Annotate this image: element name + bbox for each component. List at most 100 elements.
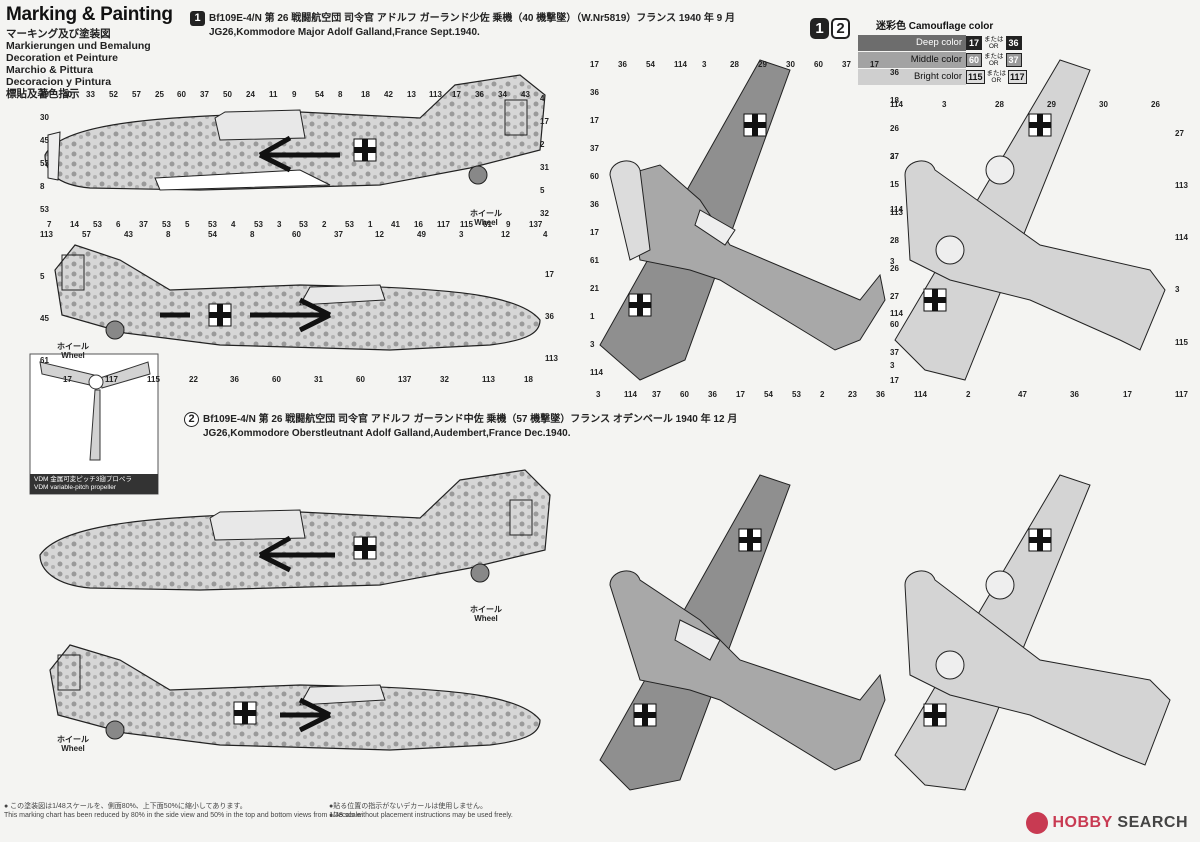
callout-number: 5 xyxy=(40,272,45,281)
legend-badge-1: 1 xyxy=(810,18,829,39)
side-view-1-right xyxy=(54,244,541,351)
callout-number: 36 xyxy=(618,60,627,69)
callout-number: 3 xyxy=(890,152,895,161)
callout-number: 4 xyxy=(540,94,545,103)
callout-number: 45 xyxy=(40,136,49,145)
callout-number: 53 xyxy=(208,220,217,229)
watermark: HOBBY SEARCH xyxy=(1026,812,1188,834)
callout-number: 3 xyxy=(890,257,895,266)
callout-number: 4 xyxy=(231,220,236,229)
top-view-1 xyxy=(599,59,886,381)
callout-number: 52 xyxy=(109,90,118,99)
callout-number: 40 xyxy=(63,90,72,99)
legend-title: 迷彩色 Camouflage color xyxy=(876,21,994,32)
callout-number: 9 xyxy=(292,90,297,99)
callout-number: 113 xyxy=(1175,181,1188,190)
callout-number: 14 xyxy=(70,220,79,229)
or-jp: または xyxy=(986,70,1007,77)
callout-number: 4 xyxy=(543,230,548,239)
callout-number: 50 xyxy=(223,90,232,99)
title-es: Decoracion y Pintura xyxy=(6,76,112,88)
callout-number: 36 xyxy=(1070,390,1079,399)
wheel-jp: ホイール xyxy=(470,209,502,218)
watermark-rest: SEARCH xyxy=(1112,814,1188,831)
title-de: Markierungen und Bemalung xyxy=(6,40,151,52)
callout-number: 1 xyxy=(368,220,373,229)
wheel-en: Wheel xyxy=(474,218,498,227)
callout-number: 3 xyxy=(890,361,895,370)
footnote-left-en: This marking chart has been reduced by 8… xyxy=(4,811,364,819)
swatch-middle xyxy=(858,52,906,68)
or-en: OR xyxy=(988,43,999,50)
callout-number: 37 xyxy=(334,230,343,239)
callout-number: 113 xyxy=(482,375,495,384)
callout-number: 3 xyxy=(277,220,282,229)
code-37: 37 xyxy=(1005,53,1022,67)
callout-number: 17 xyxy=(590,228,599,237)
wheel-jp: ホイール xyxy=(57,342,89,351)
or-en: OR xyxy=(988,60,999,67)
callout-number: 53 xyxy=(792,390,801,399)
callout-number: 137 xyxy=(398,375,412,384)
callout-number: 54 xyxy=(646,60,655,69)
callout-number: 60 xyxy=(680,390,689,399)
side-view-1-left xyxy=(44,74,546,191)
propeller-diagram xyxy=(29,353,159,495)
wheel-en: Wheel xyxy=(61,351,85,360)
legend-label-middle: Middle color xyxy=(906,52,966,68)
callout-number: 31 xyxy=(540,163,549,172)
callout-number: 54 xyxy=(764,390,773,399)
code-36: 36 xyxy=(1005,36,1022,50)
callout-number: 113 xyxy=(429,90,442,99)
callout-number: 36 xyxy=(230,375,239,384)
callout-number: 26 xyxy=(890,264,899,273)
callout-number: 117 xyxy=(1175,390,1188,399)
callout-number: 17 xyxy=(736,390,745,399)
callout-number: 28 xyxy=(730,60,739,69)
callout-number: 3 xyxy=(459,230,464,239)
scheme-2-badge: 2 xyxy=(184,412,199,427)
scheme-1-line2: JG26,Kommodore Major Adolf Galland,Franc… xyxy=(209,27,480,38)
callout-number: 61 xyxy=(590,256,599,265)
watermark-brand: HOBBY xyxy=(1052,814,1113,831)
callout-number: 1 xyxy=(590,312,595,321)
callout-number: 53 xyxy=(40,159,49,168)
code-17: 17 xyxy=(966,36,982,50)
callout-number: 60 xyxy=(272,375,281,384)
side-view-2-left xyxy=(39,469,551,591)
callout-number: 13 xyxy=(407,90,416,99)
callout-number: 3 xyxy=(596,390,601,399)
or-jp: または xyxy=(984,53,1004,60)
footnote-mid: ●貼る位置の指示がないデカールは使用しません。 ●Decals without … xyxy=(329,803,513,820)
callout-number: 17 xyxy=(590,60,599,69)
callout-number: 17 xyxy=(540,117,549,126)
callout-number: 114 xyxy=(674,60,687,69)
callout-number: 113 xyxy=(545,354,558,363)
callout-number: 27 xyxy=(890,292,899,301)
callout-number: 53 xyxy=(345,220,354,229)
callout-number: 36 xyxy=(876,390,885,399)
top-view-2 xyxy=(599,474,886,791)
callout-number: 45 xyxy=(40,314,49,323)
callout-number: 137 xyxy=(529,220,543,229)
propeller-caption: VDM 金属可変ピッチ3翅プロペラ VDM variable-pitch pro… xyxy=(30,474,158,494)
footnote-left: ● この塗装図は1/48スケールを、側面80%、上下面50%に縮小してあります。… xyxy=(4,803,363,820)
callout-number: 17 xyxy=(63,375,72,384)
side-view-2-right xyxy=(49,644,541,751)
callout-number: 115 xyxy=(147,375,160,384)
callout-number: 117 xyxy=(437,220,450,229)
callout-number: 36 xyxy=(890,68,899,77)
callout-number: 42 xyxy=(384,90,393,99)
callout-number: 113 xyxy=(890,208,903,217)
callout-number: 37 xyxy=(139,220,148,229)
callout-number: 53 xyxy=(40,205,49,214)
callout-number: 2 xyxy=(540,140,545,149)
wheel-en: Wheel xyxy=(61,744,85,753)
callout-number: 17 xyxy=(590,116,599,125)
callout-number: 32 xyxy=(440,375,449,384)
callout-number: 114 xyxy=(1175,233,1188,242)
